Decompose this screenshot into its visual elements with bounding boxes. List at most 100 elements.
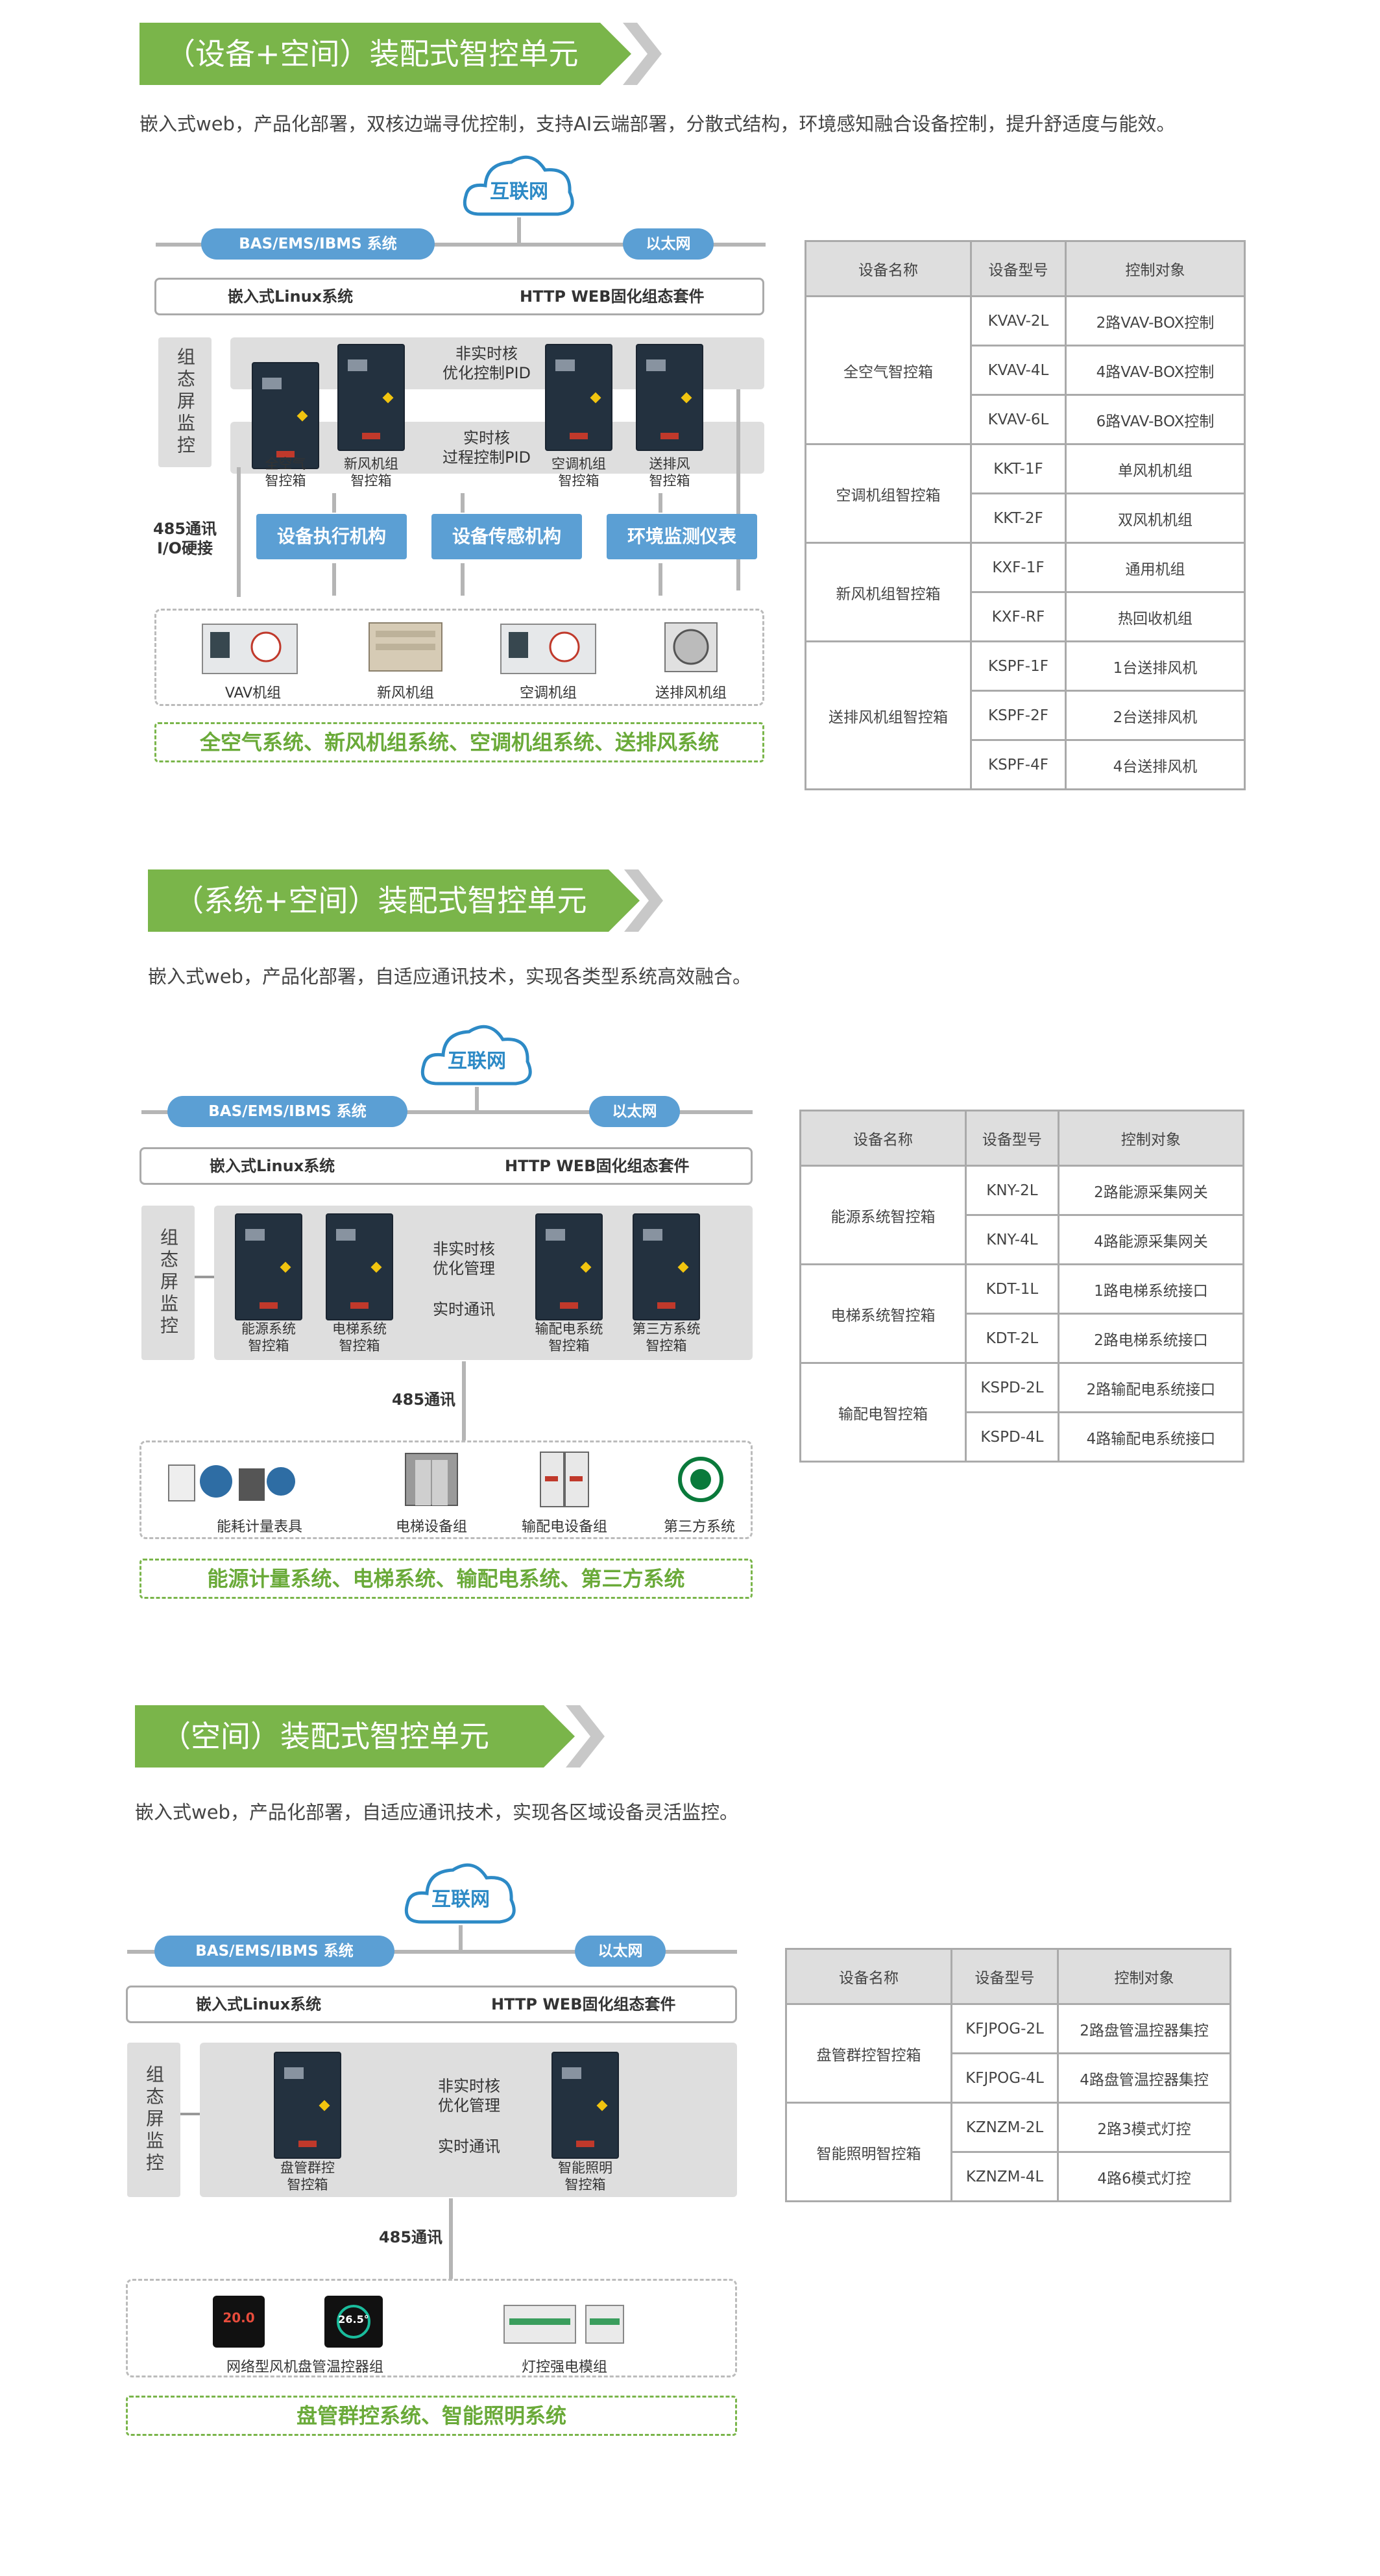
section1-banner: （设备+空间）装配式智控单元 <box>139 23 631 85</box>
actuator-box: 设备执行机构 <box>256 514 407 559</box>
table-target: 2路输配电系统接口 <box>1057 1362 1245 1413</box>
cloud-label: 互联网 <box>448 1050 506 1073</box>
device-label-2: 电梯设备组 <box>395 1519 467 1535</box>
cabinet-elevator <box>326 1213 393 1320</box>
table-header: 设备名称 <box>805 240 972 297</box>
device-label-2: 灯控强电模组 <box>521 2359 607 2376</box>
device-label-1: 能耗计量表具 <box>216 1519 302 1535</box>
fresh-air-unit-icon <box>369 622 442 672</box>
table-group-name: 盘管群控智控箱 <box>785 2003 952 2104</box>
cabinet-power <box>535 1213 603 1320</box>
energy-meter-icon <box>168 1464 295 1501</box>
non-rt-label: 非实时核 优化控制PID <box>442 345 531 382</box>
bus-system-pill: BAS/EMS/IBMS 系统 <box>201 228 435 260</box>
thermostat-2: 26.5° <box>324 2296 383 2348</box>
section3-desc: 嵌入式web，产品化部署，自适应通讯技术，实现各区域设备灵活监控。 <box>135 1801 738 1823</box>
table-model: KNY-4L <box>965 1214 1059 1265</box>
linux-label: 嵌入式Linux系统 <box>228 287 354 306</box>
cab-label-1: 全空气 智控箱 <box>265 456 306 489</box>
table-model: KKT-1F <box>970 443 1067 494</box>
table-model: KXF-1F <box>970 542 1067 593</box>
device-label-4: 第三方系统 <box>663 1519 735 1535</box>
cloud-icon <box>463 155 574 216</box>
table-model: KDT-1L <box>965 1263 1059 1315</box>
table-target: 2路VAV-BOX控制 <box>1064 295 1246 346</box>
config-screen-monitor: 组态屏监控 <box>127 2043 180 2197</box>
table-model: KDT-2L <box>965 1313 1059 1364</box>
table-header: 设备名称 <box>799 1110 967 1167</box>
rt-label: 实时通讯 <box>438 2137 500 2156</box>
table-group-name: 电梯系统智控箱 <box>799 1263 967 1364</box>
cabinet-all-air <box>252 362 319 469</box>
table-group-name: 全空气智控箱 <box>805 295 972 445</box>
cab-label-3: 输配电系统 智控箱 <box>535 1321 603 1354</box>
table-model: KSPF-2F <box>970 690 1067 741</box>
rt-label: 实时通讯 <box>433 1300 495 1318</box>
cab-label-3: 空调机组 智控箱 <box>551 456 606 489</box>
comm-label: 485通讯 I/O硬接 <box>152 520 217 557</box>
table-target: 双风机机组 <box>1064 492 1246 544</box>
cab-label-2: 智能照明 智控箱 <box>558 2160 612 2193</box>
table-group-name: 送排风机组智控箱 <box>805 640 972 790</box>
ethernet-pill: 以太网 <box>575 1936 666 1967</box>
cabinet-lighting <box>551 2052 619 2159</box>
env-monitor-box: 环境监测仪表 <box>607 514 757 559</box>
chevron-right-icon <box>566 1705 605 1768</box>
table-model: KVAV-2L <box>970 295 1067 346</box>
http-label: HTTP WEB固化组态套件 <box>505 1157 690 1175</box>
cab-label-4: 第三方系统 智控箱 <box>632 1321 701 1354</box>
table-group-name: 输配电智控箱 <box>799 1362 967 1463</box>
third-party-logo-icon <box>678 1457 723 1502</box>
elevator-icon <box>405 1453 458 1506</box>
table-target: 单风机机组 <box>1064 443 1246 494</box>
cab-label-1: 盘管群控 智控箱 <box>280 2160 335 2193</box>
lighting-module-icon <box>503 2305 624 2344</box>
vav-unit-icon <box>202 624 298 674</box>
chevron-right-icon <box>623 23 662 85</box>
table-target: 2路能源采集网关 <box>1057 1165 1245 1216</box>
system-summary: 能源计量系统、电梯系统、输配电系统、第三方系统 <box>139 1559 753 1599</box>
thermostat-1-reading: 20.0 <box>223 2310 255 2326</box>
ac-unit-icon <box>500 624 596 674</box>
ethernet-pill: 以太网 <box>623 228 714 260</box>
table-model: KSPD-2L <box>965 1362 1059 1413</box>
system-bar: 嵌入式Linux系统 HTTP WEB固化组态套件 <box>126 1986 737 2023</box>
table-target: 2路盘管温控器集控 <box>1057 2003 1231 2054</box>
table-model: KSPF-4F <box>970 739 1067 790</box>
cab-label-1: 能源系统 智控箱 <box>241 1321 296 1354</box>
sensor-box: 设备传感机构 <box>431 514 582 559</box>
switchgear-icon <box>540 1452 589 1507</box>
table-target: 2路3模式灯控 <box>1057 2102 1231 2153</box>
device-label-2: 新风机组 <box>376 685 434 701</box>
table-target: 6路VAV-BOX控制 <box>1064 394 1246 445</box>
cabinet-fcu-group <box>274 2052 341 2159</box>
cloud-icon <box>404 1863 516 1924</box>
table-group-name: 能源系统智控箱 <box>799 1165 967 1265</box>
table-target: 2台送排风机 <box>1064 690 1246 741</box>
table-model: KZNZM-4L <box>950 2151 1059 2202</box>
section3-banner: （空间）装配式智控单元 <box>135 1705 575 1768</box>
table-target: 4路输配电系统接口 <box>1057 1411 1245 1463</box>
table-model: KFJPOG-4L <box>950 2052 1059 2104</box>
http-label: HTTP WEB固化组态套件 <box>491 1995 676 2013</box>
table-model: KSPF-1F <box>970 640 1067 692</box>
device-label-4: 送排风机组 <box>655 685 727 701</box>
device-label-3: 空调机组 <box>519 685 577 701</box>
table-header: 设备型号 <box>950 1948 1059 2005</box>
